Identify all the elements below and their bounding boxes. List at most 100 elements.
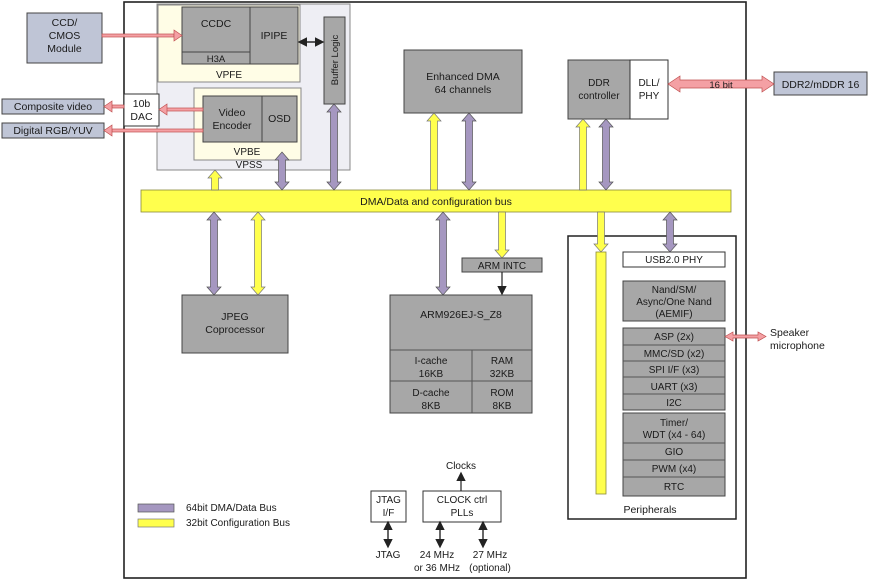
- clock-box: [422, 490, 502, 523]
- usb-bus-arrow: [662, 211, 678, 253]
- edma-label-2: 64 channels: [435, 84, 492, 96]
- ipipe-label: IPIPE: [261, 30, 288, 42]
- edma-bus-arrow: [461, 112, 477, 191]
- dll-phy-label-1: DLL/: [638, 78, 659, 89]
- gio-label: GIO: [665, 447, 684, 458]
- speaker-link-arrow: [724, 331, 767, 342]
- jtag-box-label-1: JTAG: [376, 495, 401, 506]
- ccd-module-box: [26, 12, 103, 64]
- buffer-logic-block: [323, 16, 346, 105]
- video-encoder-label-1: Video: [219, 107, 246, 119]
- ddr-controller-block: [567, 59, 631, 120]
- dac-label-2: DAC: [130, 111, 153, 123]
- peripheral-config-arrow: [593, 211, 609, 253]
- ddr-link-arrow: [667, 75, 775, 93]
- arm-bus-arrow: [435, 211, 451, 296]
- ipipe-block: [249, 6, 299, 65]
- ddr-controller-label-1: DDR: [588, 78, 610, 89]
- ddr-memory-box: [773, 71, 868, 96]
- dll-phy-label-2: PHY: [639, 91, 660, 102]
- aemif-label-1: Nand/SM/: [652, 285, 697, 296]
- aemif-block: [622, 280, 726, 322]
- digital-rgb-label: Digital RGB/YUV: [13, 125, 92, 137]
- legend-dma-swatch: [137, 503, 175, 513]
- legend-dma-label: 64bit DMA/Data Bus: [186, 503, 277, 514]
- encoder-rgb-arrow: [103, 124, 204, 137]
- vpbe-label: VPBE: [234, 147, 261, 158]
- dac-composite-arrow: [103, 100, 125, 113]
- serial-peripherals-block: [622, 327, 726, 411]
- jtag-label: JTAG: [376, 550, 401, 561]
- rom-label-2: 8KB: [493, 401, 512, 412]
- pwm-label: PWM (x4): [652, 464, 696, 475]
- spi-label: SPI I/F (x3): [649, 365, 700, 376]
- osd-block: [261, 95, 298, 143]
- freq2-label-1: 27 MHz: [473, 550, 507, 561]
- timer-peripherals-block: [622, 412, 726, 497]
- usb-phy-label: USB2.0 PHY: [645, 255, 703, 266]
- clocks-label: Clocks: [446, 461, 476, 472]
- aemif-label-2: Async/One Nand: [636, 297, 712, 308]
- edma-label-1: Enhanced DMA: [426, 71, 500, 83]
- arm-core-block: [389, 294, 533, 414]
- dcache-label-1: D-cache: [412, 388, 450, 399]
- ram-label-2: 32KB: [490, 369, 515, 380]
- osd-label: OSD: [268, 113, 291, 125]
- ddr-config-arrow: [575, 118, 591, 191]
- rom-label-1: ROM: [490, 388, 513, 399]
- arm-intc-label: ARM INTC: [478, 261, 526, 272]
- buffer-logic-label: Buffer Logic: [330, 34, 341, 85]
- composite-label: Composite video: [14, 101, 92, 113]
- ccd-label-2: CMOS: [49, 30, 81, 42]
- video-encoder-label-2: Encoder: [212, 120, 252, 132]
- usb-phy-box: [622, 251, 726, 268]
- intc-config-arrow: [494, 211, 510, 259]
- legend-config-swatch: [137, 518, 175, 528]
- encoder-dac-arrow: [158, 103, 204, 116]
- jpeg-label-2: Coprocessor: [205, 324, 265, 336]
- asp-label: ASP (2x): [654, 332, 694, 343]
- ddr-bus-arrow: [598, 118, 614, 191]
- ccdc-label: CCDC: [201, 18, 232, 30]
- mmc-label: MMC/SD (x2): [644, 349, 705, 360]
- vpss-label: VPSS: [236, 160, 263, 171]
- icache-label-2: 16KB: [419, 369, 444, 380]
- dac-label-1: 10b: [133, 98, 151, 110]
- jpeg-block: [181, 294, 289, 354]
- dcache-label-2: 8KB: [422, 401, 441, 412]
- freq1-label-1: 24 MHz: [420, 550, 454, 561]
- peripherals-title: Peripherals: [623, 504, 676, 516]
- vpbe-bus-arrow: [274, 151, 290, 191]
- vpfe-label: VPFE: [216, 70, 242, 81]
- dac-box: [123, 93, 160, 127]
- uart-label: UART (x3): [651, 382, 698, 393]
- ccd-link-arrow: [101, 29, 183, 42]
- jtag-box: [370, 490, 407, 523]
- jpeg-label-1: JPEG: [221, 311, 248, 323]
- edma-config-arrow: [426, 112, 442, 191]
- edma-block: [403, 49, 523, 114]
- jpeg-bus-arrow: [206, 211, 222, 296]
- freq2-label-2: (optional): [469, 563, 511, 574]
- ddr-memory-label: DDR2/mDDR 16: [782, 79, 860, 91]
- h3a-label: H3A: [207, 54, 226, 65]
- i2c-label: I2C: [666, 398, 682, 409]
- ccd-label-1: CCD/: [52, 17, 78, 29]
- speaker-label-2: microphone: [770, 340, 825, 352]
- rtc-label: RTC: [664, 482, 684, 493]
- ddr-controller-label-2: controller: [578, 91, 620, 102]
- timer-label-2: WDT (x4 - 64): [643, 430, 706, 441]
- aemif-label-3: (AEMIF): [655, 309, 692, 320]
- timer-label-1: Timer/: [660, 418, 688, 429]
- jtag-box-label-2: I/F: [383, 508, 395, 519]
- legend-config-label: 32bit Configuration Bus: [186, 518, 290, 529]
- ram-label-1: RAM: [491, 356, 513, 367]
- ddr-width-label: 16 bit: [709, 80, 733, 91]
- icache-label-1: I-cache: [415, 356, 448, 367]
- dll-phy-block: [629, 59, 669, 120]
- clock-box-label-2: PLLs: [451, 508, 474, 519]
- jpeg-config-arrow: [250, 211, 266, 296]
- vpss-config-arrow: [207, 169, 223, 191]
- speaker-label-1: Speaker: [770, 327, 810, 339]
